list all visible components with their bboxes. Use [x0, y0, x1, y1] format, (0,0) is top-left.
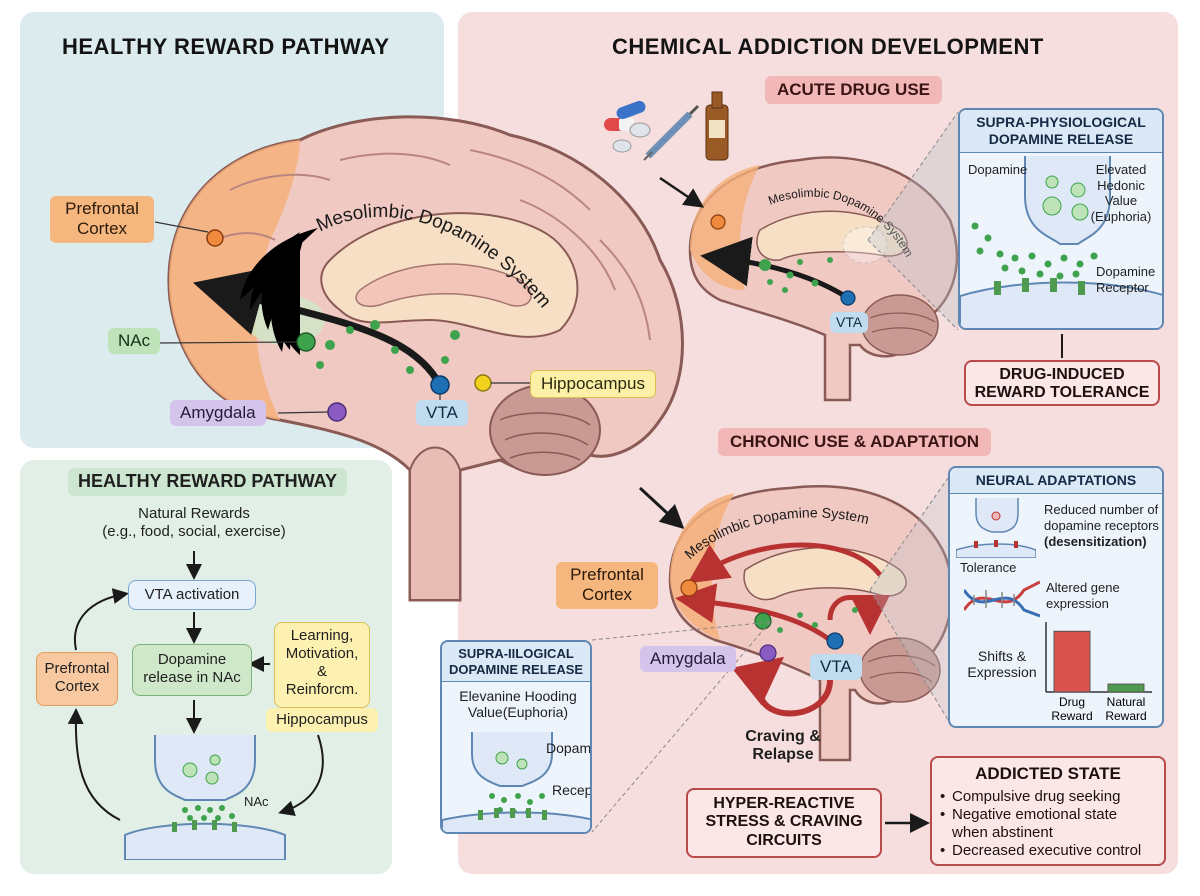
- hippocampus-box: Hippocampus: [266, 708, 378, 732]
- chronic-dopamine-inset: SUPRA-IILOGICAL DOPAMINE RELEASE Elevani…: [440, 640, 592, 834]
- acute-brain: [688, 156, 959, 402]
- chronic-inset-receptor: Receptor: [552, 782, 592, 798]
- neural-adaptations-inset: NEURAL ADAPTATIONS Tolerance Reduced num…: [948, 466, 1164, 728]
- chronic-use-label: CHRONIC USE & ADAPTATION: [718, 428, 992, 456]
- reward-bar: [1053, 630, 1091, 693]
- chronic-brain: [668, 485, 954, 762]
- neural-adaptations-title: NEURAL ADAPTATIONS: [950, 468, 1162, 494]
- reward-bar-label: Natural: [1107, 695, 1146, 709]
- acute-vta-label: VTA: [830, 312, 869, 333]
- dna-icon: [964, 580, 1040, 618]
- addicted-item: Decreased executive control: [940, 842, 1156, 860]
- reward-bar-label: Reward: [1105, 709, 1146, 723]
- dopamine-release-box: Dopamine release in NAc: [132, 644, 252, 696]
- tolerance-synapse-icon: [956, 498, 1036, 558]
- acute-inset-receptor: Dopamine Receptor: [1096, 264, 1156, 295]
- reward-bar-label: Drug: [1059, 695, 1085, 709]
- chronic-synapse: [442, 732, 590, 832]
- synapse-nac-label: NAc: [244, 794, 269, 809]
- acute-dopamine-inset: SUPRA-PHYSIOLOGICAL DOPAMINE RELEASE Dop…: [958, 108, 1164, 330]
- reward-tolerance-box: DRUG-INDUCED REWARD TOLERANCE: [964, 360, 1160, 406]
- healthy-synapse: [124, 735, 286, 860]
- addicted-item: Negative emotional state when abstinent: [940, 806, 1156, 842]
- altered-gene-text: Altered gene expression: [1046, 580, 1120, 611]
- addicted-state-title: ADDICTED STATE: [975, 764, 1121, 783]
- chronic-inset-title: SUPRA-IILOGICAL DOPAMINE RELEASE: [442, 642, 590, 683]
- reward-bar: [1107, 683, 1145, 693]
- chronic-prefrontal-label: Prefrontal Cortex: [556, 562, 658, 609]
- learning-box: Learning, Motivation, & Reinforcm.: [274, 622, 370, 708]
- acute-synapse: [960, 156, 1162, 328]
- acute-inset-title: SUPRA-PHYSIOLOGICAL DOPAMINE RELEASE: [960, 110, 1162, 153]
- shifts-expression-text: Shifts & Expression: [967, 648, 1037, 680]
- reward-bar-label: Reward: [1051, 709, 1092, 723]
- acute-drug-use-label: ACUTE DRUG USE: [765, 76, 943, 104]
- addicted-state-box: ADDICTED STATE Compulsive drug seeking N…: [930, 756, 1166, 866]
- addicted-item: Compulsive drug seeking: [940, 788, 1156, 806]
- chronic-amygdala-label: Amygdala: [640, 646, 736, 673]
- craving-relapse-label: Craving & Relapse: [745, 728, 821, 763]
- natural-rewards-text: Natural Rewards (e.g., food, social, exe…: [102, 505, 286, 540]
- nac-label: NAc: [108, 328, 161, 355]
- chronic-vta-label: VTA: [810, 654, 862, 681]
- progression-arrow: [638, 486, 685, 530]
- addicted-state-list: Compulsive drug seeking Negative emotion…: [940, 788, 1156, 860]
- hippocampus-label: Hippocampus: [530, 370, 656, 399]
- vta-activation-box: VTA activation: [128, 580, 256, 610]
- stress-craving-box: HYPER-REACTIVE STRESS & CRAVING CIRCUITS: [686, 788, 882, 858]
- prefrontal-cortex-label: Prefrontal Cortex: [50, 196, 154, 243]
- drug-icons: [604, 91, 729, 161]
- chronic-inset-dopamine: Dopamine: [546, 740, 592, 756]
- acute-inset-dopamine: Dopamine: [968, 162, 1028, 177]
- amygdala-label: Amygdala: [170, 400, 266, 427]
- desensitization-text: (desensitization): [1044, 534, 1147, 549]
- acute-inset-hedonic: Elevated Hedonic Value (Euphoria): [1090, 162, 1152, 224]
- vta-label: VTA: [416, 400, 468, 427]
- healthy-flow-title: HEALTHY REWARD PATHWAY: [68, 468, 348, 496]
- reduced-receptors-text: Reduced number of dopamine receptors: [1044, 502, 1159, 533]
- large-brain: [154, 115, 684, 602]
- addiction-title: CHEMICAL ADDICTION DEVELOPMENT: [612, 34, 1044, 59]
- tolerance-caption: Tolerance: [960, 560, 1017, 575]
- prefrontal-cortex-box: Prefrontal Cortex: [36, 652, 118, 706]
- healthy-pathway-title: HEALTHY REWARD PATHWAY: [62, 34, 390, 59]
- drug-to-brain-arrow: [659, 176, 705, 208]
- chronic-inset-value: Elevanine Hooding Value(Euphoria): [459, 688, 577, 720]
